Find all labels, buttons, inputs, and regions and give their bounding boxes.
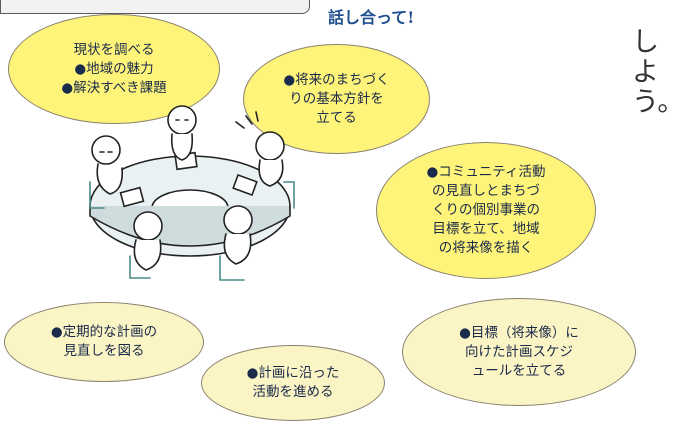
- ellipse-activity-review: ●コミュニティ活動 の見直しとまちづ くりの個別事業の 目標を立て、地域 の将来…: [376, 142, 596, 279]
- ellipse-act-on-plan: ●計画に沿った 活動を進める: [201, 345, 385, 421]
- ellipse-schedule-text: ●目標（将来像）に 向けた計画スケジ ュールを立てる: [459, 324, 579, 379]
- ellipse-basic-policy-text: ●将来のまちづく りの基本方針を 立てる: [283, 71, 390, 126]
- ellipse-act-on-plan-text: ●計画に沿った 活動を進める: [246, 365, 340, 400]
- ellipse-research: 現状を調べる ●地域の魅力 ●解決すべき課題: [8, 14, 220, 124]
- top-banner-bar: [0, 0, 310, 14]
- meeting-table-illustration: [89, 105, 295, 281]
- ellipse-regular-review-text: ●定期的な計画の 見直しを図る: [50, 324, 158, 359]
- headline: 話し合って!: [328, 8, 415, 27]
- ellipse-schedule: ●目標（将来像）に 向けた計画スケジ ュールを立てる: [402, 298, 636, 406]
- ellipse-research-text: 現状を調べる ●地域の魅力 ●解決すべき課題: [61, 41, 167, 96]
- ellipse-regular-review: ●定期的な計画の 見直しを図る: [4, 302, 204, 382]
- side-vertical-text: しよう。: [632, 27, 675, 118]
- ellipse-activity-review-text: ●コミュニティ活動 の見直しとまちづ くりの個別事業の 目標を立て、地域 の将来…: [426, 164, 546, 256]
